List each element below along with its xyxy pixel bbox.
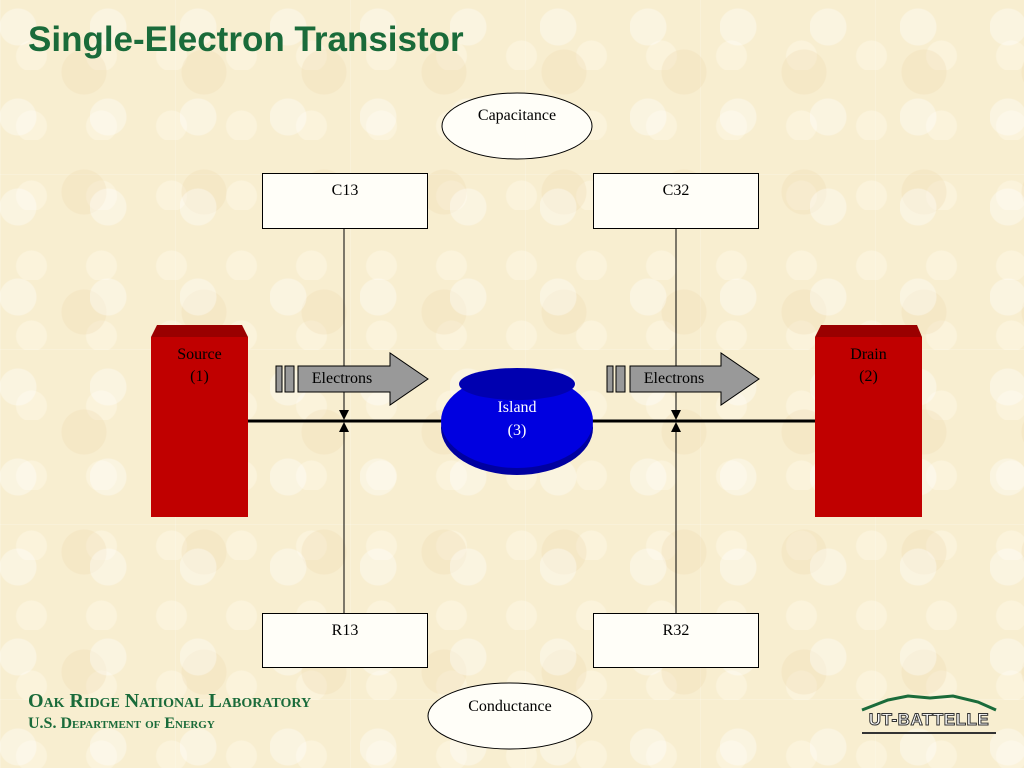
- island-rim: [459, 368, 575, 400]
- source-block: [151, 337, 248, 517]
- junction-right-top: [671, 410, 681, 420]
- flow-right-label: Electrons: [643, 370, 705, 387]
- capacitor-c13: C13: [262, 173, 428, 229]
- junction-left-top: [339, 410, 349, 420]
- resistor-r32: R32: [593, 613, 759, 668]
- capacitor-c32: C32: [593, 173, 759, 229]
- capacitance-label: Capacitance: [477, 107, 557, 124]
- flow-right-stripe-1: [606, 365, 614, 393]
- footer-dept: U.S. Department of Energy: [28, 715, 215, 732]
- island-body: [441, 374, 593, 468]
- conductance-label: Conductance: [468, 698, 552, 715]
- source-number: (1): [190, 368, 209, 385]
- island-number: (3): [507, 422, 527, 439]
- resistor-r13: R13: [262, 613, 428, 668]
- flow-left-stripe-1: [275, 365, 283, 393]
- drain-top-bevel: [815, 325, 922, 337]
- capacitance-ellipse: [441, 92, 593, 160]
- drain-label: Drain: [850, 346, 887, 363]
- ut-battelle-logo: UT-BATTELLE: [858, 692, 1000, 740]
- conductance-ellipse: [427, 682, 593, 750]
- drain-number: (2): [859, 368, 878, 385]
- page-title: Single-Electron Transistor: [28, 20, 464, 59]
- resistor-r32-label: R32: [662, 622, 690, 639]
- junction-left-bottom: [339, 422, 349, 432]
- logo-underline: [862, 732, 996, 734]
- flow-left-stripe-2: [284, 365, 295, 393]
- logo-text: UT-BATTELLE: [868, 710, 990, 730]
- flow-left-arrow: [297, 352, 429, 406]
- island-label: Island: [497, 399, 537, 416]
- flow-right-arrow: [629, 352, 760, 406]
- drain-block: [815, 337, 922, 517]
- footer-org: Oak Ridge National Laboratory: [28, 690, 312, 712]
- flow-left-label: Electrons: [311, 370, 373, 387]
- source-label: Source: [177, 346, 222, 363]
- capacitor-c13-label: C13: [331, 182, 359, 199]
- resistor-r13-label: R13: [331, 622, 359, 639]
- capacitor-c32-label: C32: [662, 182, 690, 199]
- flow-right-stripe-2: [615, 365, 626, 393]
- mountain-icon: [861, 694, 997, 712]
- junction-right-bottom: [671, 422, 681, 432]
- source-top-bevel: [151, 325, 248, 337]
